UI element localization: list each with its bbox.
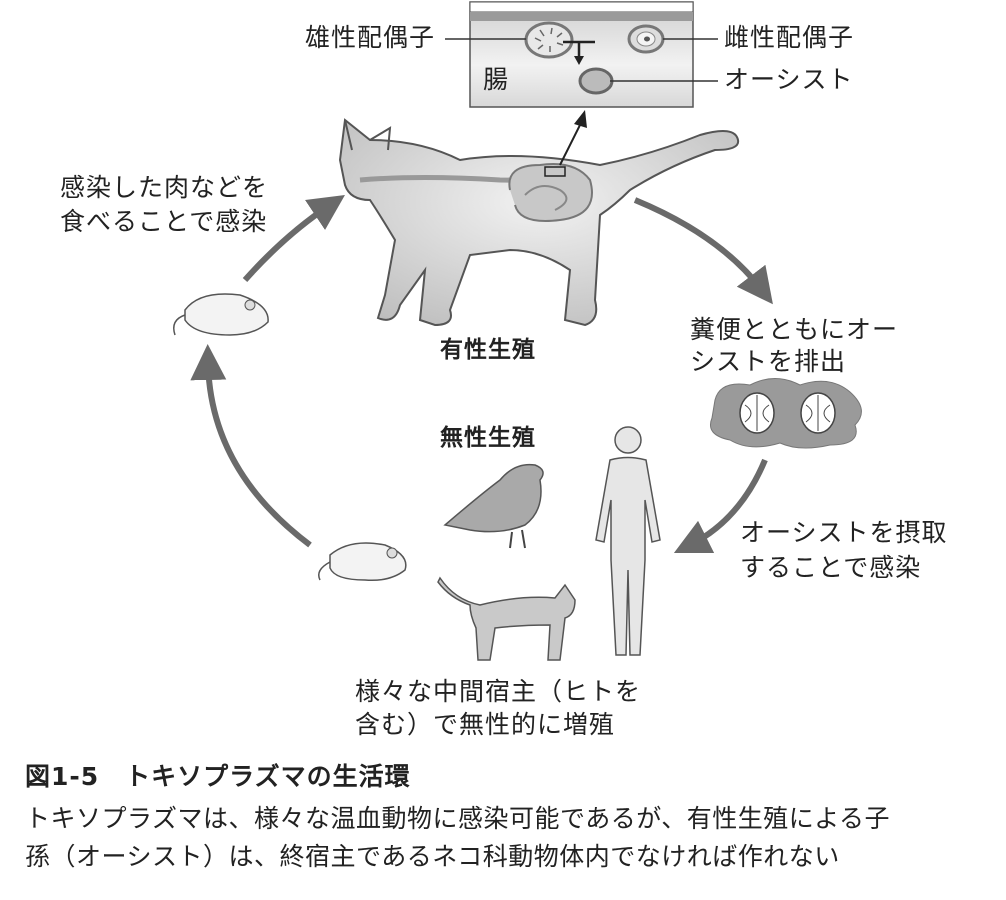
male-gamete-label: 雄性配偶子 bbox=[305, 23, 436, 52]
intermediate-host-label-line1: 様々な中間宿主（ヒトを bbox=[355, 677, 642, 706]
intestine-box bbox=[445, 1, 718, 108]
asexual-reproduction-label: 無性生殖 bbox=[440, 425, 536, 451]
eat-meat-label-line2: 食べることで感染 bbox=[60, 207, 268, 236]
feces-cloud-icon bbox=[710, 378, 862, 449]
female-gamete-icon bbox=[627, 24, 665, 54]
excrete-label-line2: シストを排出 bbox=[690, 347, 847, 376]
intermediate-host-label-line2: 含む）で無性的に増殖 bbox=[355, 710, 616, 739]
life-cycle-illustration bbox=[173, 1, 862, 661]
cat-definitive-host-icon bbox=[338, 110, 740, 327]
cycle-arrows bbox=[190, 195, 773, 554]
male-gamete-icon bbox=[524, 21, 574, 59]
ingest-label-line1: オーシストを摂取 bbox=[740, 518, 948, 547]
oocyst-icon bbox=[578, 67, 614, 95]
female-gamete-label: 雌性配偶子 bbox=[724, 23, 855, 52]
figure-title: 図1-5 トキソプラズマの生活環 bbox=[25, 762, 411, 791]
oocyst-label: オーシスト bbox=[724, 65, 854, 94]
excrete-label-line1: 糞便とともにオー bbox=[690, 315, 899, 344]
ingest-label-line2: することで感染 bbox=[740, 553, 922, 582]
cat-intermediate-host-icon bbox=[437, 576, 576, 661]
mouse-icon bbox=[318, 542, 407, 582]
pigeon-icon bbox=[443, 463, 544, 549]
intestine-label: 腸 bbox=[483, 65, 510, 94]
caption-line1: トキソプラズマは、様々な温血動物に感染可能であるが、有性生殖による子 bbox=[25, 804, 891, 833]
caption-line2: 孫（オーシスト）は、終宿主であるネコ科動物体内でなければ作れない bbox=[25, 842, 840, 871]
sexual-reproduction-label: 有性生殖 bbox=[440, 337, 536, 363]
human-icon bbox=[595, 426, 661, 656]
eat-meat-label-line1: 感染した肉などを bbox=[60, 173, 269, 202]
mouse-icon bbox=[173, 293, 269, 336]
